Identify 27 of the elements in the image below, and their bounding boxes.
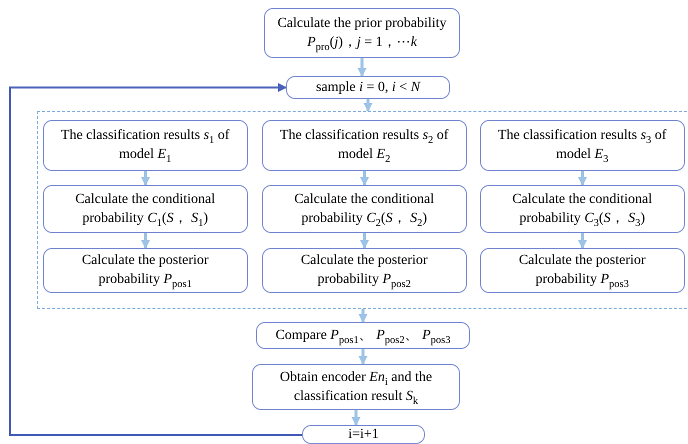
dashed-group-box [37, 111, 688, 309]
process-box: Calculate the conditional probability C$_{1}$(S， S$_{1}$) [42, 184, 248, 233]
process-box: Obtain encoder En$_{i}$ and the classification result S$_{k}$ [252, 364, 460, 410]
process-box: The classification results s$_{3}$ of model E$_{3}$ [480, 120, 685, 171]
arrow [358, 349, 368, 365]
arrow [360, 233, 369, 249]
process-box: Calculate the posterior probability P$_{pos2}$ [262, 248, 467, 293]
process-box: The classification results s$_{1}$ of model E$_{1}$ [42, 120, 248, 171]
arrow [9, 83, 302, 436]
arrow [364, 99, 372, 112]
process-box: Calculate the conditional probability C$_{3}$(S， S$_{3}$) [480, 184, 685, 233]
arrow [578, 171, 587, 186]
process-box: Calculate the conditional probability C$_{2}$(S， S$_{2}$) [262, 184, 467, 233]
arrow [358, 58, 366, 77]
process-box: Calculate the posterior probability P$_{pos3}$ [480, 248, 685, 293]
process-box: sample i = 0, i < N [286, 76, 450, 99]
process-box: Compare P$_{pos1}$、 P$_{pos2}$、 P$_{pos3}$ [256, 322, 470, 349]
arrow [141, 171, 150, 186]
process-box: The classification results s$_{2}$ of model E$_{2}$ [262, 120, 467, 171]
process-box: Calculate the posterior probability P$_{pos1}$ [42, 248, 248, 293]
process-box: i=i+1 [302, 425, 425, 444]
arrow [360, 171, 369, 186]
arrow [141, 233, 150, 249]
process-box: Calculate the prior probability P$_{pro}$(j)，j = 1，⋯k [264, 8, 460, 58]
arrow [358, 309, 368, 323]
arrow [578, 233, 587, 249]
arrow [352, 410, 360, 426]
